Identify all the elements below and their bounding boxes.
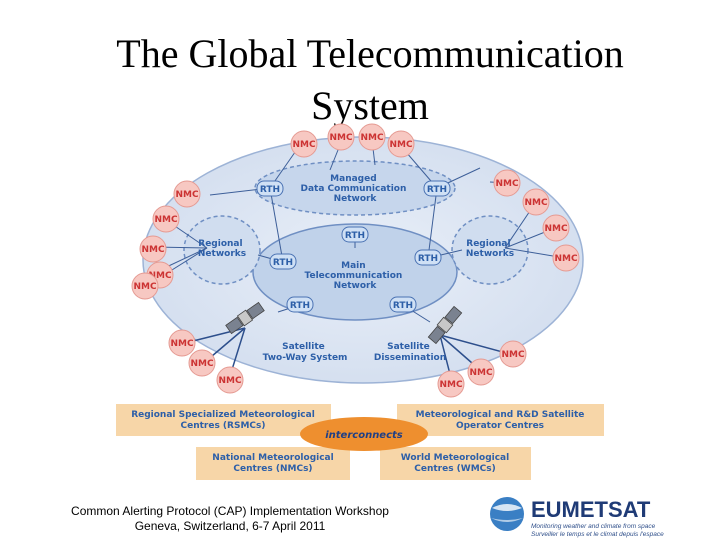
- svg-text:NMC: NMC: [175, 190, 198, 200]
- satellite-two-way-label: Satellite Two-Way System: [263, 342, 348, 363]
- svg-text:NMC: NMC: [148, 271, 171, 281]
- svg-text:NMC: NMC: [360, 133, 383, 143]
- nmc-node: NMC: [552, 244, 580, 272]
- rth-node: RTH: [414, 249, 442, 266]
- main-network-label: Main Telecommunication Network: [305, 261, 406, 291]
- svg-text:Regional Specialized Meteorolo: Regional Specialized MeteorologicalCentr…: [131, 410, 315, 431]
- svg-text:NMC: NMC: [292, 140, 315, 150]
- footer: Common Alerting Protocol (CAP) Implement…: [60, 504, 400, 534]
- svg-text:NMC: NMC: [218, 376, 241, 386]
- svg-text:RTH: RTH: [273, 258, 293, 268]
- nmc-node: NMC: [499, 340, 527, 368]
- managed-network-ellipse: [254, 160, 456, 216]
- regional-networks-left-label: Regional Networks: [198, 239, 246, 259]
- svg-text:NMC: NMC: [554, 254, 577, 264]
- svg-text:NMC: NMC: [389, 140, 412, 150]
- rth-node: RTH: [389, 296, 417, 313]
- svg-text:NMC: NMC: [329, 133, 352, 143]
- nmc-node: NMC: [493, 169, 521, 197]
- nmc-node: NMC: [216, 366, 244, 394]
- title-line-1: The Global Telecommunication: [116, 31, 624, 76]
- slide-title: The Global Telecommunication System: [0, 28, 720, 132]
- nmc-node: NMC: [290, 130, 318, 158]
- rth-node: RTH: [423, 180, 451, 197]
- nmc-node: NMC: [139, 235, 167, 263]
- nmc-node: NMC: [358, 123, 386, 151]
- svg-text:RTH: RTH: [418, 254, 438, 264]
- rth-node: RTH: [269, 253, 297, 270]
- svg-text:NMC: NMC: [544, 224, 567, 234]
- interconnects-badge: interconnects: [300, 417, 428, 451]
- regional-networks-right-label: Regional Networks: [466, 239, 514, 259]
- nmc-node: NMC: [152, 205, 180, 233]
- rth-node: RTH: [256, 180, 284, 197]
- nmc-node: NMC: [173, 180, 201, 208]
- svg-text:RTH: RTH: [427, 185, 447, 195]
- svg-text:NMC: NMC: [141, 245, 164, 255]
- rth-node: RTH: [341, 226, 369, 243]
- eumetsat-tagline-fr: Surveiller le temps et le climat depuis …: [531, 531, 664, 538]
- nmc-node: NMC: [522, 188, 550, 216]
- svg-text:NMC: NMC: [439, 380, 462, 390]
- svg-text:NMC: NMC: [170, 339, 193, 349]
- nmc-node: NMC: [188, 349, 216, 377]
- satellite-dissemination-label: Satellite Dissemination: [374, 342, 446, 363]
- nmc-node: NMC: [168, 329, 196, 357]
- eumetsat-logo: EUMETSAT Monitoring weather and climate …: [490, 497, 664, 538]
- svg-text:NMC: NMC: [524, 198, 547, 208]
- nmc-node: NMC: [327, 123, 355, 151]
- footer-line-2: Geneva, Switzerland, 6-7 April 2011: [134, 519, 326, 533]
- svg-text:NMC: NMC: [469, 368, 492, 378]
- svg-text:interconnects: interconnects: [325, 430, 403, 441]
- svg-text:NMC: NMC: [501, 350, 524, 360]
- eumetsat-tagline-en: Monitoring weather and climate from spac…: [531, 523, 656, 530]
- title-line-2: System: [311, 83, 429, 128]
- svg-text:NMC: NMC: [154, 215, 177, 225]
- svg-text:Meteorological and R&D Satelli: Meteorological and R&D SatelliteOperator…: [416, 410, 585, 431]
- main-network-ellipse: [252, 223, 458, 321]
- svg-text:RTH: RTH: [290, 301, 310, 311]
- nmc-node: NMC: [131, 272, 159, 300]
- nmc-node: NMC: [437, 370, 465, 398]
- svg-text:NMC: NMC: [495, 179, 518, 189]
- nmc-node: NMC: [467, 358, 495, 386]
- nmc-node: NMC: [387, 130, 415, 158]
- nmc-nodes: NMC NMC NMC NMC NMC NMC NMC NMC NMC NMC …: [131, 123, 580, 398]
- svg-text:NMC: NMC: [190, 359, 213, 369]
- satellite-dissemination-icon: [427, 305, 463, 345]
- regional-network-left-ellipse: [183, 215, 261, 285]
- eumetsat-logo-text: EUMETSAT: [531, 497, 651, 522]
- svg-text:RTH: RTH: [260, 185, 280, 195]
- svg-text:RTH: RTH: [393, 301, 413, 311]
- satellite-two-way-icon: [225, 301, 265, 335]
- rth-nodes: RTH RTH RTH RTH RTH RTH RTH: [256, 180, 451, 313]
- rth-node: RTH: [286, 296, 314, 313]
- svg-text:RTH: RTH: [345, 231, 365, 241]
- managed-network-label: Managed Data Communication Network: [300, 174, 409, 204]
- regional-network-right-ellipse: [451, 215, 529, 285]
- svg-text:NMC: NMC: [133, 282, 156, 292]
- footer-line-1: Common Alerting Protocol (CAP) Implement…: [71, 504, 389, 518]
- nmc-node: NMC: [542, 214, 570, 242]
